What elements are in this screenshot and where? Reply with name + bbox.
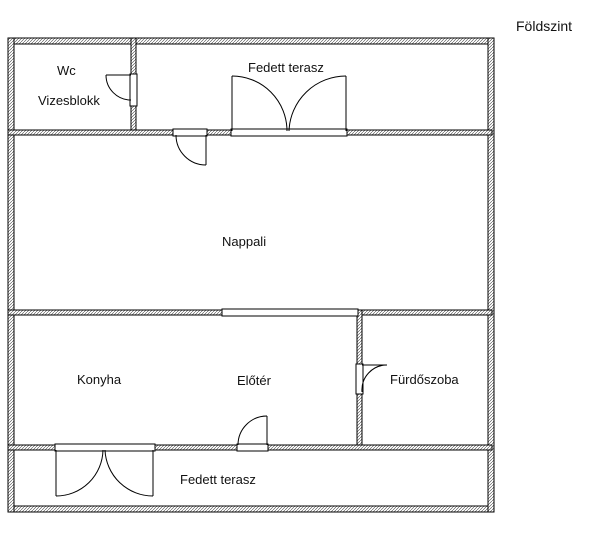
room-label-vizesblokk: Vizesblokk	[38, 93, 100, 108]
bathroom-door	[361, 364, 388, 393]
room-label-terrace-bottom: Fedett terasz	[180, 472, 256, 487]
room-label-nappali: Nappali	[222, 234, 266, 249]
door-openings	[54, 73, 364, 452]
terrace-top-double-door	[231, 75, 347, 132]
room-label-furdoszoba: Fürdőszoba	[390, 372, 459, 387]
floor-title: Földszint	[516, 18, 572, 34]
outer-walls	[7, 37, 495, 513]
room-label-konyha: Konyha	[77, 372, 122, 387]
room-labels: Wc Vizesblokk Fedett terasz Nappali Kony…	[38, 60, 459, 487]
room-label-eloter: Előtér	[237, 373, 272, 388]
wc-door	[105, 74, 132, 101]
nappali-door	[175, 134, 207, 166]
terrace-bottom-double-door	[55, 449, 154, 497]
room-label-terrace-top: Fedett terasz	[248, 60, 324, 75]
hallway-door	[237, 415, 268, 446]
doors	[55, 74, 388, 497]
room-label-wc: Wc	[57, 63, 76, 78]
